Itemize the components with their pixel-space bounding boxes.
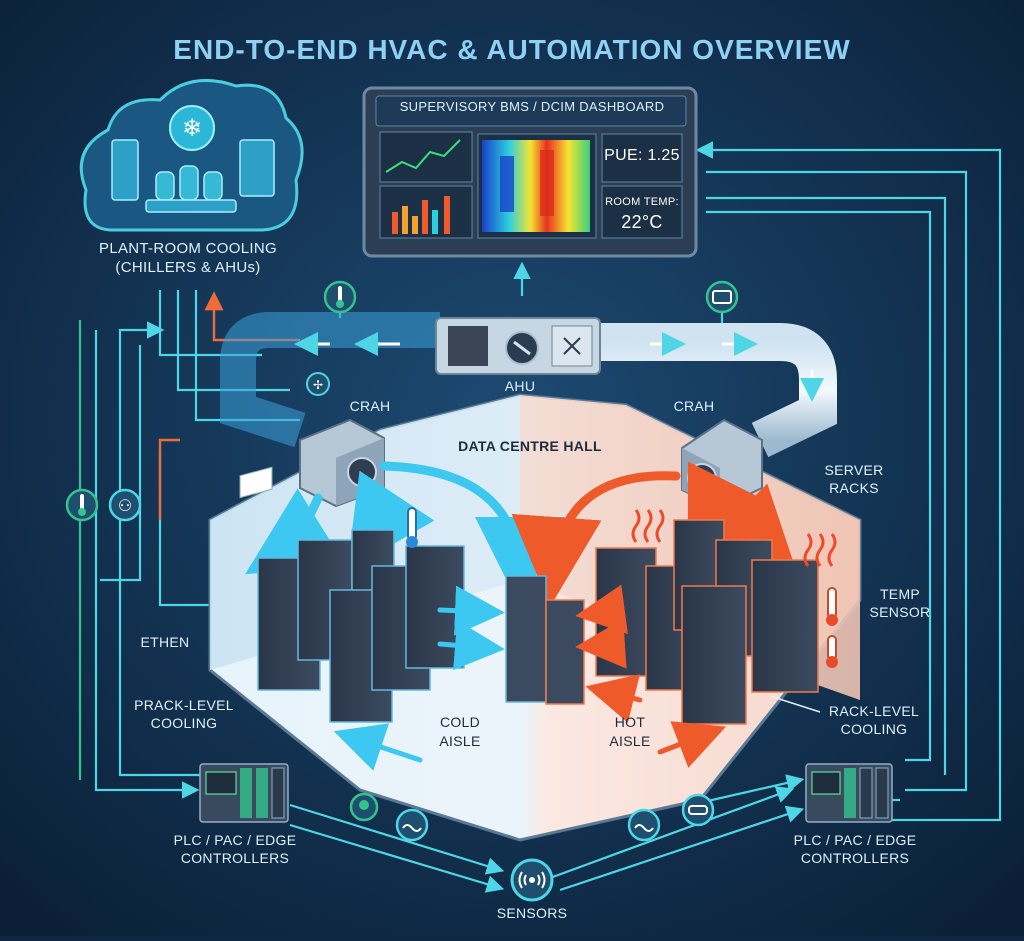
sensors-icon bbox=[510, 858, 554, 902]
diagram-title: END-TO-END HVAC & AUTOMATION OVERVIEW bbox=[173, 34, 851, 65]
rack-level-label-line1: RACK-LEVEL bbox=[828, 703, 920, 719]
prack-level-label-line2: COOLING bbox=[150, 715, 218, 731]
plant-room-illustration: ❄ bbox=[79, 79, 304, 232]
crah-right-label: CRAH bbox=[673, 398, 715, 414]
snowflake-icon: ❄ bbox=[182, 114, 202, 142]
bms-dashboard-monitor bbox=[362, 86, 698, 258]
sensors-label: SENSORS bbox=[496, 905, 568, 921]
data-centre-hall-label: DATA CENTRE HALL bbox=[458, 438, 602, 454]
plant-room-label-line1: PLANT-ROOM COOLING bbox=[99, 240, 277, 257]
room-temp-value: 22°C bbox=[621, 212, 663, 232]
icon-wave-bottom-right bbox=[627, 808, 661, 842]
server-racks-label-line1: SERVER bbox=[824, 462, 884, 478]
air-ducts bbox=[220, 312, 837, 458]
icon-pipe-bottom bbox=[681, 793, 715, 827]
hot-aisle-label-line1: HOT bbox=[614, 714, 646, 730]
server-racks-cold bbox=[257, 529, 585, 723]
svg-text:✢: ✢ bbox=[313, 378, 323, 392]
plc-right bbox=[805, 763, 893, 823]
rack-level-pointer bbox=[769, 695, 821, 713]
temp-sensor-label-line1: TEMP bbox=[879, 586, 921, 602]
ahu-label: AHU bbox=[504, 378, 536, 394]
icon-thermometer-left bbox=[65, 488, 99, 522]
temp-sensor-label-line2: SENSOR bbox=[869, 604, 931, 620]
hot-aisle-label-line2: AISLE bbox=[609, 733, 651, 749]
icon-wave-bottom-left bbox=[395, 808, 429, 842]
plant-room-label-line2: (CHILLERS & AHUs) bbox=[115, 259, 261, 276]
dashboard-title: SUPERVISORY BMS / DCIM DASHBOARD bbox=[399, 99, 665, 114]
cold-aisle-label-line1: COLD bbox=[439, 714, 481, 730]
icon-network-top bbox=[705, 280, 739, 314]
pue-readout: PUE: 1.25 bbox=[604, 147, 680, 164]
crah-left-label: CRAH bbox=[349, 398, 391, 414]
rack-level-label-line2: COOLING bbox=[840, 721, 908, 737]
heat-wave-icons bbox=[631, 509, 837, 567]
icon-bulb-bottom bbox=[349, 792, 379, 822]
icon-thermometer-top bbox=[323, 280, 357, 314]
prack-level-label-line1: PRACK-LEVEL bbox=[134, 697, 234, 713]
ethen-label: ETHEN bbox=[140, 634, 190, 650]
icon-signal-left: ⚇ bbox=[108, 488, 142, 522]
icon-fan-small: ✢ bbox=[306, 372, 330, 396]
thermometer-icons bbox=[406, 507, 838, 668]
server-racks-label-line2: RACKS bbox=[829, 480, 879, 496]
plc-right-label-line1: PLC / PAC / EDGE bbox=[793, 832, 917, 848]
plc-right-label-line2: CONTROLLERS bbox=[800, 850, 910, 866]
svg-text:⚇: ⚇ bbox=[118, 496, 132, 515]
plc-left-label-line1: PLC / PAC / EDGE bbox=[173, 832, 297, 848]
plc-left bbox=[199, 763, 289, 823]
room-temp-label: ROOM TEMP: bbox=[605, 196, 679, 208]
cold-aisle-label-line2: AISLE bbox=[439, 733, 481, 749]
aisle-arrows bbox=[333, 584, 727, 771]
plc-left-label-line2: CONTROLLERS bbox=[180, 850, 290, 866]
